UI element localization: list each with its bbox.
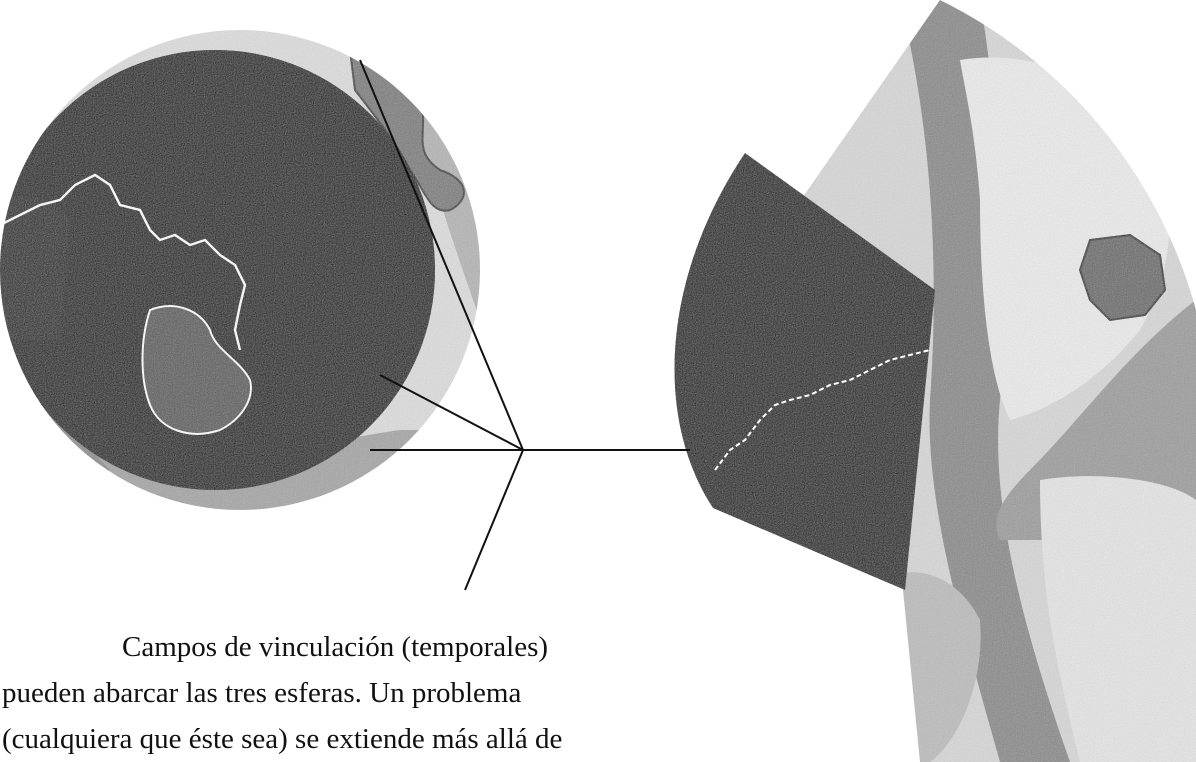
caption-line-3: (cualquiera que éste sea) se extiende má… [2, 723, 563, 755]
caption-line-2: pueden abarcar las tres esferas. Un prob… [2, 677, 522, 709]
caption-line-1: Campos de vinculación (temporales) [122, 631, 549, 663]
middle-sphere [674, 153, 935, 590]
white-border-line-middle [714, 349, 931, 471]
white-border-line [0, 173, 247, 351]
diagram-caption: Campos de vinculación (temporales) puede… [0, 624, 760, 762]
left-sphere [0, 30, 480, 510]
connector-lines [359, 59, 690, 591]
